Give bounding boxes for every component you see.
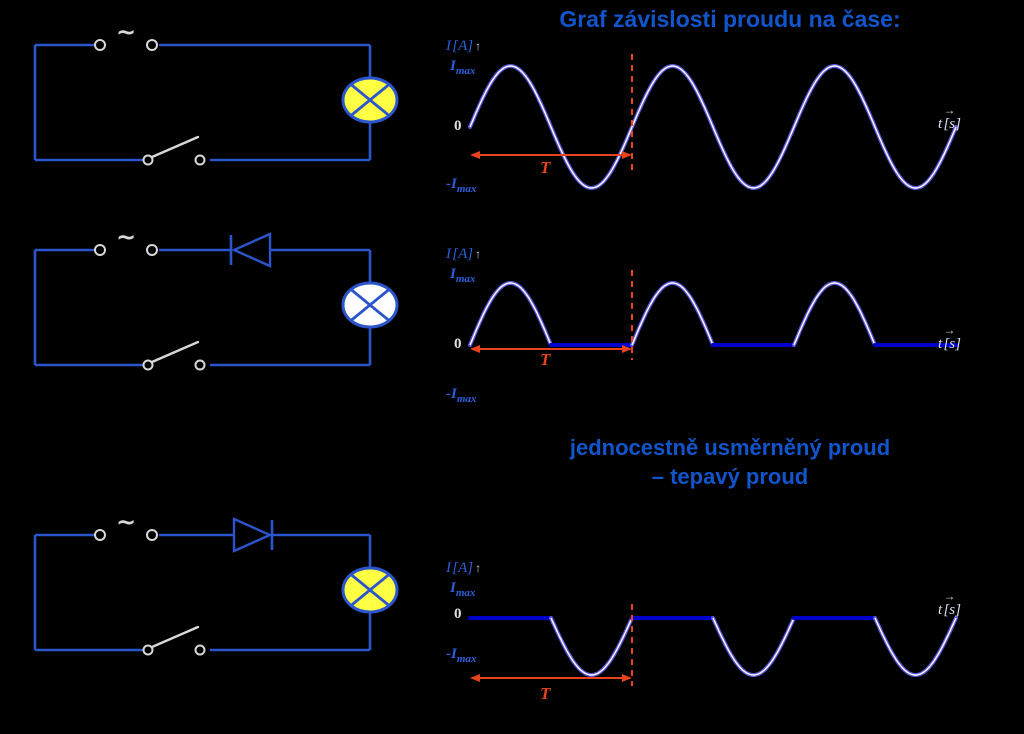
right-arrow-icon: → <box>943 589 956 603</box>
switch-terminal <box>142 154 154 166</box>
period-arrowhead-icon <box>622 345 632 353</box>
right-arrow-icon: → <box>943 103 956 117</box>
y-axis-label: I [A]↑ <box>446 38 482 54</box>
x-axis-label: →t [s] <box>938 103 961 132</box>
wave-segment <box>712 617 795 676</box>
x-axis-label: →t [s] <box>938 323 961 352</box>
period-arrowhead-icon <box>622 674 632 682</box>
ac-source-symbol: ~ <box>116 25 136 46</box>
switch-terminal <box>194 154 206 166</box>
circuit-ac-diode-lamp-2: ~ <box>20 508 420 665</box>
source-terminal <box>94 529 106 541</box>
wave-segment <box>630 281 715 347</box>
period-label: T <box>540 684 551 703</box>
waveform-plot <box>468 604 958 686</box>
lamp-cross <box>350 288 390 322</box>
circuit-drawing: ~ <box>33 18 399 166</box>
up-arrow-icon: ↑ <box>475 561 482 575</box>
origin-label: 0 <box>454 336 462 352</box>
waveform-plot <box>468 270 958 360</box>
period-arrowhead-icon <box>470 345 480 353</box>
source-terminal <box>146 529 158 541</box>
switch-terminal <box>194 644 206 656</box>
wave-segment <box>469 282 552 346</box>
caption-line1: jednocestně usměrněný proud <box>569 435 891 460</box>
diode <box>232 517 273 553</box>
period-arrowhead-icon <box>622 151 632 159</box>
wave-segment <box>549 616 634 677</box>
origin-label: 0 <box>454 606 462 622</box>
switch-lever <box>150 135 200 159</box>
period-label: T <box>540 350 551 369</box>
circuit-drawing: ~ <box>33 508 399 656</box>
wave-segment <box>631 282 714 346</box>
diode <box>231 232 272 268</box>
switch-terminal <box>142 359 154 371</box>
wave-segment <box>468 281 553 347</box>
graph-ac-current: I [A]↑ Imax 0 -Imax →t [s] T <box>440 30 1020 220</box>
page-title: Graf závislosti proudu na čase: <box>559 6 901 32</box>
source-terminal <box>94 39 106 51</box>
switch-lever <box>150 625 200 649</box>
caption-line2: – tepavý proud <box>651 463 809 489</box>
right-arrow-icon: → <box>943 323 956 337</box>
up-arrow-icon: ↑ <box>475 39 482 53</box>
x-axis-label: →t [s] <box>938 589 961 618</box>
origin-label: 0 <box>454 118 462 134</box>
wave-segment <box>873 616 958 677</box>
switch-lever <box>150 340 200 364</box>
switch-terminal <box>194 359 206 371</box>
wire <box>33 43 372 162</box>
ac-source-symbol: ~ <box>116 230 136 251</box>
period-label: T <box>540 158 551 177</box>
period-arrowhead-icon <box>470 151 480 159</box>
y-min-label: -Imax <box>446 176 477 195</box>
wave-segment <box>550 617 633 676</box>
source-terminal <box>146 39 158 51</box>
y-axis-label: I [A]↑ <box>446 246 482 262</box>
wave-segment <box>874 617 957 676</box>
circuit-drawing: ~ <box>33 223 399 371</box>
period-arrowhead-icon <box>470 674 480 682</box>
y-min-label: -Imax <box>446 646 477 665</box>
graph-rectified-current: I [A]↑ Imax 0 -Imax →t [s] T <box>440 238 1020 428</box>
y-max-label: Imax <box>450 58 476 77</box>
y-min-label: -Imax <box>446 386 477 405</box>
wire <box>33 248 372 367</box>
circuit-ac-diode-lamp: ~ <box>20 223 420 380</box>
wave-segment <box>792 281 877 347</box>
y-axis-label: I [A]↑ <box>446 560 482 576</box>
wave-segment <box>793 282 876 346</box>
ac-source-symbol: ~ <box>116 515 136 536</box>
circuit-ac-lamp: ~ <box>20 18 420 175</box>
up-arrow-icon: ↑ <box>475 247 482 261</box>
switch-terminal <box>142 644 154 656</box>
source-terminal <box>146 244 158 256</box>
graph-negative-rectified-current: I [A]↑ Imax 0 -Imax →t [s] T <box>440 556 1020 734</box>
wave-segment <box>469 65 957 189</box>
source-terminal <box>94 244 106 256</box>
wire <box>33 533 372 652</box>
caption: jednocestně usměrněný proud – tepavý pro… <box>440 434 1020 491</box>
y-max-label: Imax <box>450 580 476 599</box>
lamp-cross <box>350 83 390 117</box>
wave-segment <box>711 616 796 677</box>
waveform-plot <box>468 54 958 191</box>
y-max-label: Imax <box>450 266 476 285</box>
lamp-cross <box>350 573 390 607</box>
